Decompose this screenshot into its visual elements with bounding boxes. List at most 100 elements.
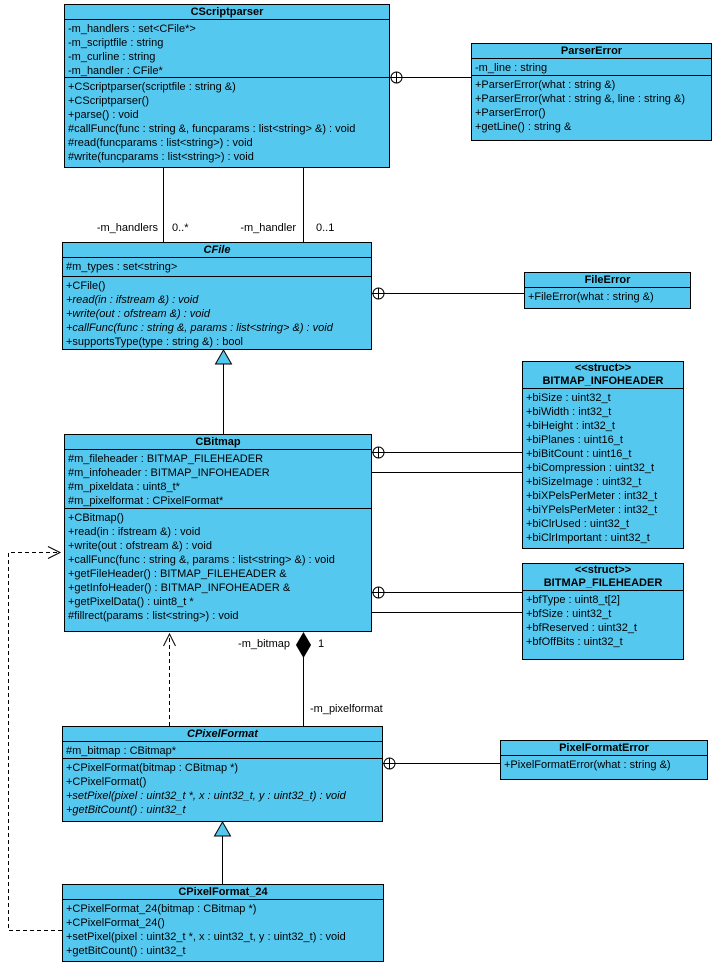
method-row: +CBitmap() — [68, 512, 124, 524]
multiplicity-label-handler: 0..1 — [316, 222, 335, 234]
anchor-cfile-fileerror[interactable] — [372, 287, 524, 300]
struct-name: BITMAP_INFOHEADER — [542, 375, 664, 387]
class-title: CPixelFormat — [63, 727, 382, 742]
attribute-row: +biWidth : int32_t — [526, 406, 612, 418]
attribute-row: -m_curline : string — [68, 51, 156, 63]
methods-compartment: +CPixelFormat_24(bitmap : CBitmap *) +CPi… — [63, 900, 383, 958]
method-row: +getBitCount() : uint32_t — [66, 804, 186, 816]
method-row: #fillrect(params : list<string>) : void — [68, 610, 239, 622]
method-row: +setPixel(pixel : uint32_t *, x : uint32… — [66, 790, 346, 802]
attribute-row: #m_bitmap : CBitmap* — [66, 745, 177, 757]
role-label-m-pixelformat: -m_pixelformat — [310, 703, 383, 715]
role-label-m-bitmap: -m_bitmap — [238, 638, 290, 650]
struct-bitmap-fileheader[interactable]: <<struct>> BITMAP_FILEHEADER +bfType : u… — [522, 563, 684, 660]
attributes-compartment: +biSize : uint32_t +biWidth : int32_t +biH… — [523, 389, 683, 545]
multiplicity-label-handlers: 0..* — [172, 222, 189, 234]
dependency-cpixelformat-cbitmap[interactable] — [163, 632, 176, 726]
method-row: +callFunc(func : string &, params : list… — [66, 322, 333, 334]
method-row: +CPixelFormat() — [66, 776, 147, 788]
attribute-row: -m_line : string — [475, 62, 548, 74]
methods-compartment: +PixelFormatError(what : string &) — [501, 756, 707, 772]
method-row: +ParserError(what : string &, line : str… — [475, 93, 685, 105]
generalization-cbitmap-cfile[interactable] — [214, 348, 233, 434]
attribute-row: -m_handler : CFile* — [68, 65, 163, 77]
attribute-row: +biXPelsPerMeter : int32_t — [526, 490, 658, 502]
attribute-row: +biCompression : uint32_t — [526, 462, 655, 474]
class-title: ParserError — [472, 44, 711, 59]
stereotype-label: <<struct>> — [574, 362, 632, 374]
class-cpixelformat[interactable]: CPixelFormat #m_bitmap : CBitmap* +CPixe… — [62, 726, 383, 822]
methods-compartment: +FileError(what : string &) — [525, 288, 690, 304]
attribute-row: +biPlanes : uint16_t — [526, 434, 623, 446]
composition-cbitmap-cpixelformat[interactable] — [295, 632, 312, 726]
class-pixelformaterror[interactable]: PixelFormatError +PixelFormatError(what … — [500, 740, 708, 780]
struct-bitmap-infoheader[interactable]: <<struct>> BITMAP_INFOHEADER +biSize : u… — [522, 361, 684, 549]
method-row: +getLine() : string & — [475, 121, 572, 133]
attribute-row: +biClrUsed : uint32_t — [526, 518, 630, 530]
method-row: +ParserError(what : string &) — [475, 79, 616, 91]
attribute-row: +biYPelsPerMeter : int32_t — [526, 504, 658, 516]
generalization-cpixelformat24-cpixelformat[interactable] — [213, 820, 232, 884]
attribute-row: +biSize : uint32_t — [526, 392, 611, 404]
stereotype-label: <<struct>> — [574, 564, 632, 576]
class-parsererror[interactable]: ParserError -m_line : string +ParserErro… — [471, 43, 712, 141]
anchor-cpixelformat-pixelformaterror[interactable] — [383, 757, 500, 770]
attribute-row: +bfType : uint8_t[2] — [526, 594, 620, 606]
attribute-row: #m_fileheader : BITMAP_FILEHEADER — [68, 453, 264, 465]
attribute-row: #m_types : set<string> — [66, 261, 178, 273]
attributes-compartment: #m_fileheader : BITMAP_FILEHEADER #m_info… — [65, 450, 371, 509]
method-row: #write(funcparams : list<string>) : void — [68, 151, 254, 163]
anchor-cbitmap-fileheader[interactable] — [372, 586, 522, 613]
class-fileerror[interactable]: FileError +FileError(what : string &) — [524, 272, 691, 309]
class-title: CPixelFormat_24 — [63, 885, 383, 900]
method-row: #callFunc(func : string &, funcparams : … — [68, 123, 356, 135]
method-row: +setPixel(pixel : uint32_t *, x : uint32… — [66, 931, 346, 943]
attributes-compartment: #m_bitmap : CBitmap* — [63, 742, 382, 759]
attribute-row: #m_infoheader : BITMAP_INFOHEADER — [68, 467, 270, 479]
method-row: +CPixelFormat(bitmap : CBitmap *) — [66, 762, 239, 774]
attribute-row: #m_pixelformat : CPixelFormat* — [68, 495, 224, 507]
class-cbitmap[interactable]: CBitmap #m_fileheader : BITMAP_FILEHEADE… — [64, 434, 372, 632]
attribute-row: +biClrImportant : uint32_t — [526, 532, 650, 544]
class-title: PixelFormatError — [501, 741, 707, 756]
attribute-row: +bfReserved : uint32_t — [526, 622, 637, 634]
method-row: +getInfoHeader() : BITMAP_INFOHEADER & — [68, 582, 291, 594]
method-row: +CScriptparser() — [68, 95, 149, 107]
attributes-compartment: #m_types : set<string> — [63, 258, 371, 277]
methods-compartment: +CFile()+read(in : ifstream &) : void+wr… — [63, 277, 371, 349]
attribute-row: #m_pixeldata : uint8_t* — [68, 481, 180, 493]
struct-title: <<struct>> BITMAP_INFOHEADER — [523, 362, 683, 389]
class-title: CFile — [63, 243, 371, 258]
method-row: +PixelFormatError(what : string &) — [504, 759, 671, 771]
method-row: +supportsType(type : string &) : bool — [66, 336, 244, 348]
attribute-row: +biSizeImage : uint32_t — [526, 476, 642, 488]
method-row: +CPixelFormat_24(bitmap : CBitmap *) — [66, 903, 257, 915]
class-cpixelformat-24[interactable]: CPixelFormat_24 +CPixelFormat_24(bitmap … — [62, 884, 384, 962]
class-title: FileError — [525, 273, 690, 288]
attribute-row: -m_scriptfile : string — [68, 37, 164, 49]
methods-compartment: +CBitmap() +read(in : ifstream &) : void +… — [65, 509, 371, 623]
attributes-compartment: +bfType : uint8_t[2]+bfSize : uint32_t+b… — [523, 591, 683, 649]
method-row: +read(in : ifstream &) : void — [68, 526, 201, 538]
attribute-row: +biHeight : int32_t — [526, 420, 615, 432]
attribute-row: -m_handlers : set<CFile*> — [68, 23, 196, 35]
method-row: +callFunc(func : string &, params : list… — [68, 554, 335, 566]
anchor-cbitmap-infoheader[interactable] — [372, 446, 522, 473]
class-cfile[interactable]: CFile #m_types : set<string> +CFile() +re… — [62, 242, 372, 350]
role-label-m-handlers: -m_handlers — [96, 222, 158, 234]
method-row: +CPixelFormat_24() — [66, 917, 165, 929]
method-row: +FileError(what : string &) — [528, 291, 654, 303]
method-row: +CFile() — [66, 280, 106, 292]
class-cscriptparser[interactable]: CScriptparser -m_handlers : set<CFile*>-… — [64, 4, 390, 168]
attributes-compartment: -m_line : string — [472, 59, 711, 76]
method-row: #read(funcparams : list<string>) : void — [68, 137, 253, 149]
methods-compartment: +CScriptparser(scriptfile : string &)+CS… — [65, 78, 389, 164]
multiplicity-label-bitmap: 1 — [318, 638, 325, 650]
struct-title: <<struct>> BITMAP_FILEHEADER — [523, 564, 683, 591]
dependency-cpixelformat24-cbitmap[interactable] — [8, 546, 63, 931]
anchor-cscriptparser-parsererror[interactable] — [390, 71, 471, 84]
method-row: +getPixelData() : uint8_t * — [68, 596, 194, 608]
method-row: +read(in : ifstream &) : void — [66, 294, 199, 306]
method-row: +getBitCount() : uint32_t — [66, 945, 186, 957]
